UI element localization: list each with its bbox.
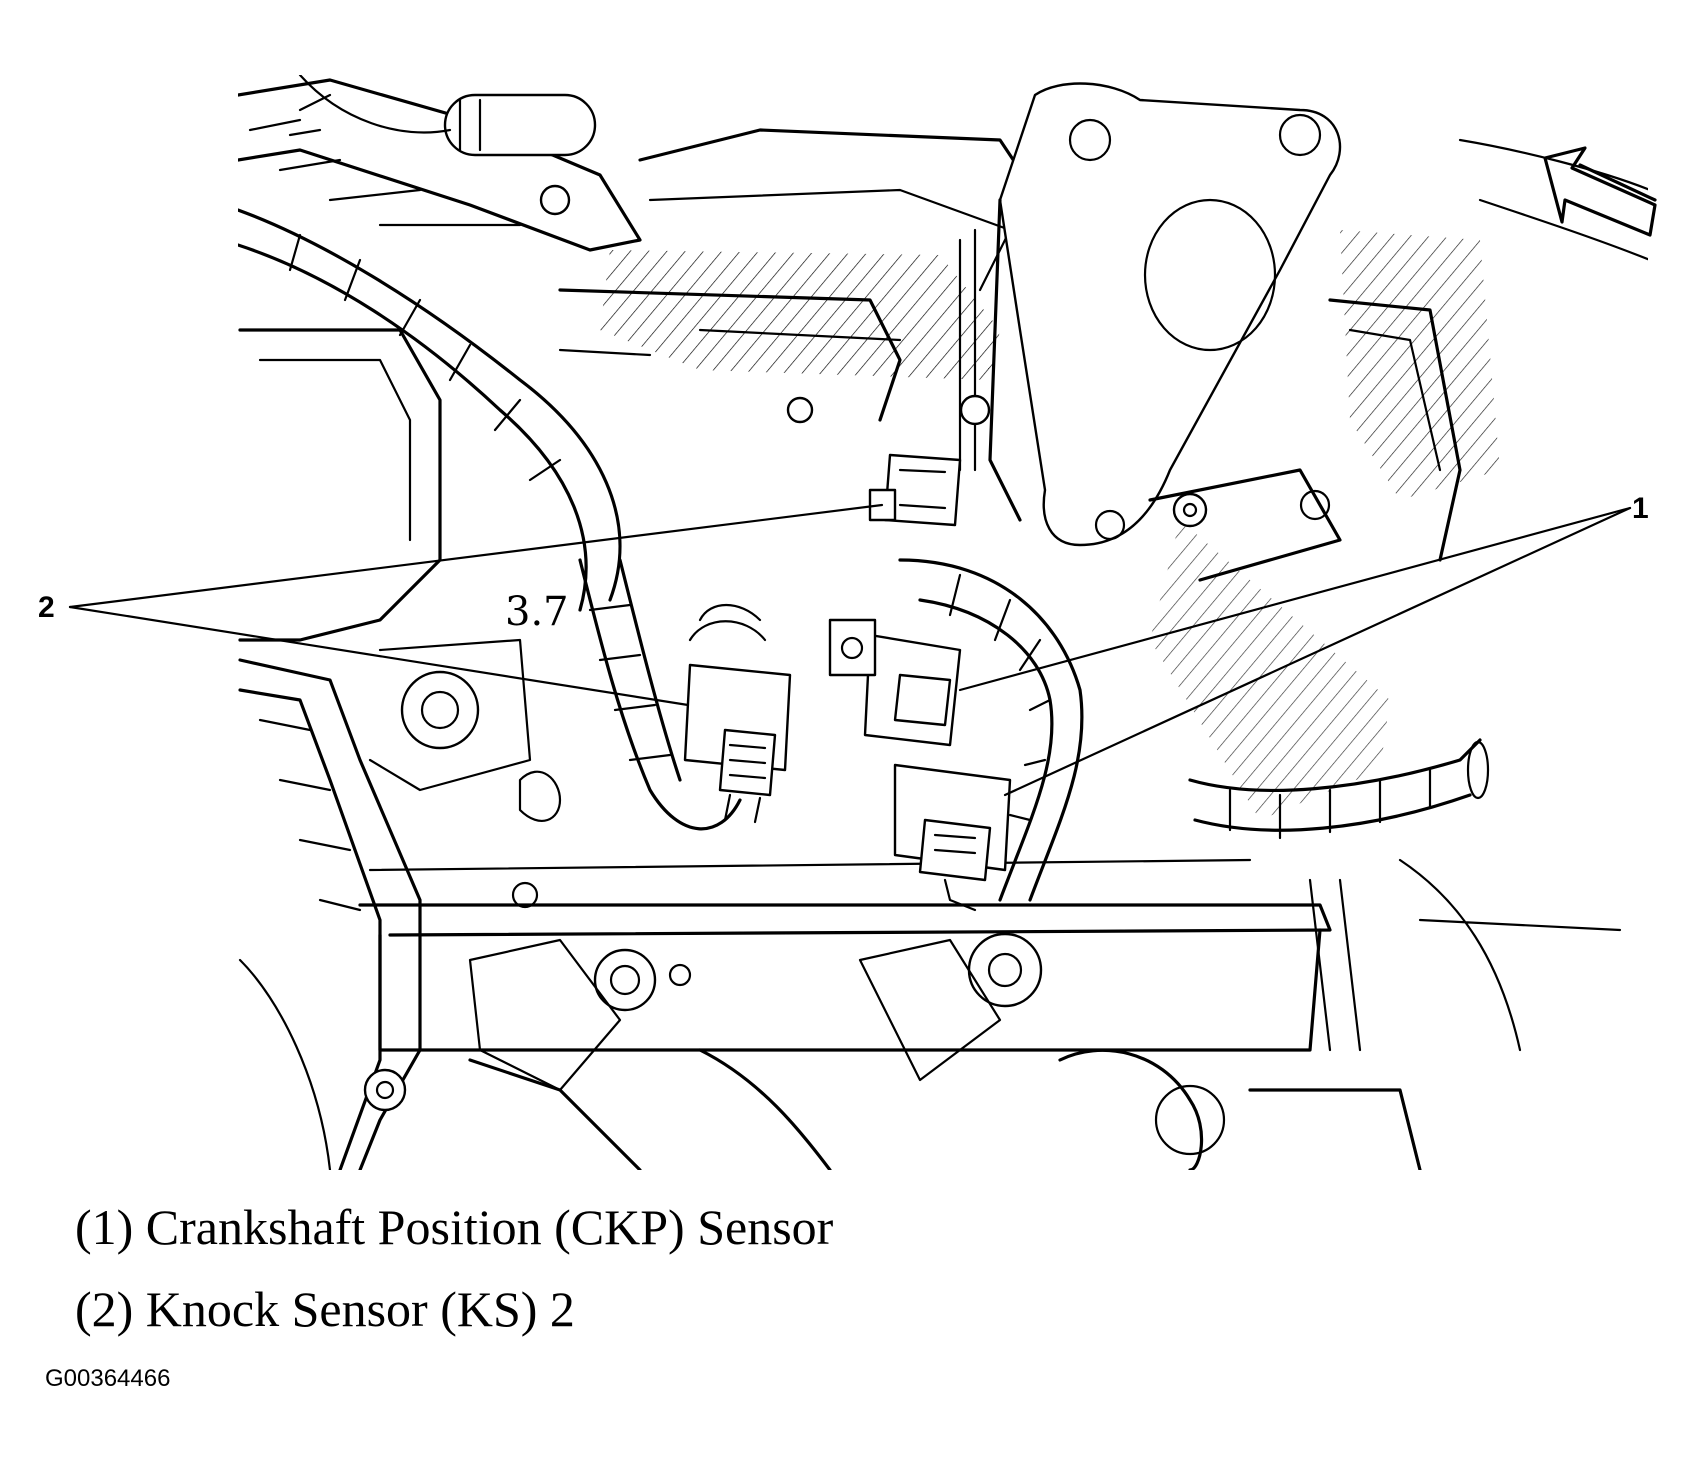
callout-2-number: 2	[38, 591, 55, 624]
knock-sensor-connector-upper	[868, 453, 962, 527]
ckp-sensor-lower	[893, 763, 1012, 912]
legend-item-knock-sensor: (2) Knock Sensor (KS) 2	[75, 1281, 575, 1337]
legend-item-ckp-sensor: (1) Crankshaft Position (CKP) Sensor	[75, 1199, 834, 1255]
callout-leaders	[68, 503, 1632, 797]
callout-1-number: 1	[1632, 492, 1649, 525]
front-direction-arrow-icon	[1543, 146, 1657, 237]
engine-drawing	[238, 75, 1648, 1170]
knock-sensor-connector-lower	[683, 663, 792, 824]
engine-marking: 3.7	[505, 589, 569, 635]
ckp-sensor-upper	[828, 618, 962, 747]
figure-id: G00364466	[45, 1365, 171, 1392]
